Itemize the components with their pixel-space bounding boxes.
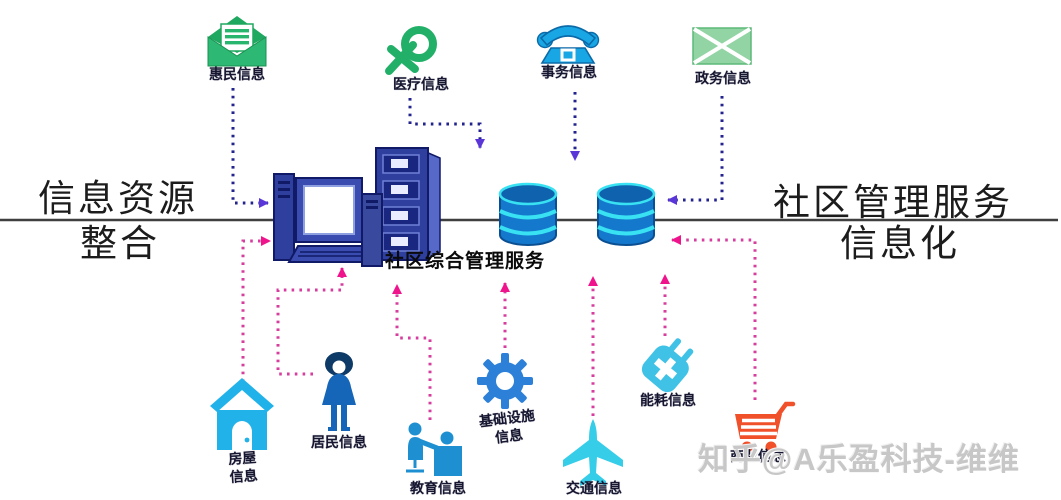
desktop-computer-icon	[273, 168, 374, 272]
top-node-label: 惠民信息	[209, 66, 265, 82]
bottom-node-label: 教育信息	[410, 480, 466, 496]
gear-icon	[476, 352, 534, 410]
shopping-cart-icon	[726, 400, 796, 454]
telephone-icon	[536, 23, 600, 65]
medical-symbol-icon	[382, 24, 440, 78]
heading-right-line2: 信息化	[840, 224, 960, 265]
house-icon	[210, 378, 274, 450]
watermark-text: 知乎@A乐盈科技-维维	[698, 442, 1020, 477]
top-node-label: 政务信息	[695, 70, 751, 86]
power-plug-icon	[636, 336, 700, 396]
open-envelope-icon	[207, 16, 267, 67]
bottom-node-label: 商业信息	[730, 448, 786, 464]
heading-left-line2: 整合	[80, 224, 160, 265]
bottom-node-label: 交通信息	[566, 480, 622, 496]
arrow-education-up	[392, 284, 432, 420]
bottom-node-label: 居民信息	[311, 434, 367, 450]
arrow-house-to-computer	[241, 236, 271, 382]
server-tower-icon	[361, 147, 448, 272]
top-node-label: 医疗信息	[393, 76, 449, 92]
database-icon	[596, 182, 656, 248]
heading-left-line1: 信息资源	[38, 179, 198, 220]
arrow-zhengwu-to-database	[667, 96, 724, 205]
center-system-label: 社区综合管理服务	[385, 251, 546, 272]
arrow-yiliao-to-server	[408, 98, 485, 149]
bottom-node-label: 能耗信息	[640, 392, 696, 408]
bottom-node-label: 房屋 信息	[227, 449, 259, 485]
sealed-envelope-icon	[692, 27, 752, 65]
arrow-huimin-to-computer	[231, 88, 269, 208]
heading-right-line1: 社区管理服务	[773, 183, 1013, 224]
top-node-label: 事务信息	[541, 64, 597, 80]
arrow-resident-to-computer	[276, 267, 347, 376]
resident-person-icon	[316, 352, 362, 434]
airplane-icon	[560, 418, 626, 488]
database-icon	[498, 182, 558, 248]
education-desk-icon	[402, 420, 464, 480]
